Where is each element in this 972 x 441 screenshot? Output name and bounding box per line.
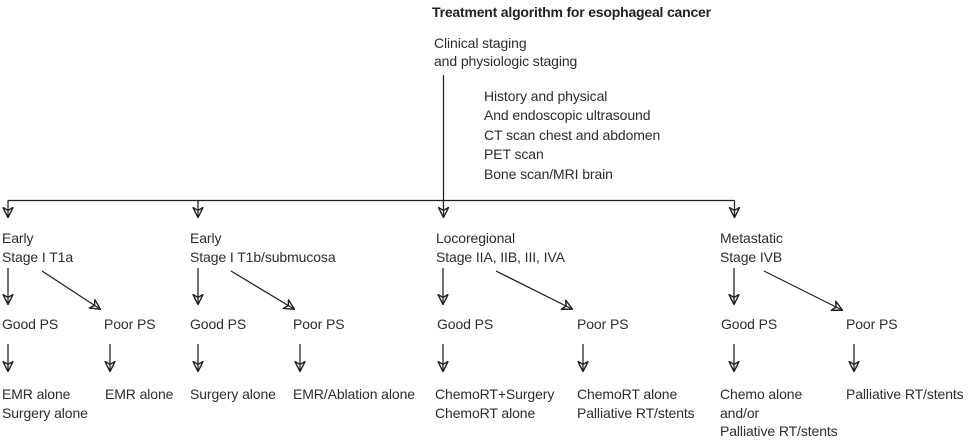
root-node: Clinical staging and physiologic staging: [434, 35, 577, 70]
root-node-line2: and physiologic staging: [434, 52, 578, 69]
b4-poor-outcome: Palliative RT/stents: [846, 385, 964, 404]
workup-item: History and physical: [484, 88, 608, 104]
branch-metastatic: Metastatic Stage IVB: [720, 229, 783, 266]
outcome-line: Palliative RT/stents: [720, 423, 838, 439]
b2-poor-ps-label: Poor PS: [293, 316, 345, 332]
outcome-line: EMR alone: [105, 386, 174, 402]
b1-poor-outcome: EMR alone: [105, 385, 173, 404]
b4-good-ps-label: Good PS: [721, 316, 778, 332]
outcome-line: Surgery alone: [190, 386, 276, 402]
workup-item: CT scan chest and abdomen: [484, 126, 661, 143]
outcome-line: EMR/Ablation alone: [293, 386, 415, 402]
b1-poor-ps-label: Poor PS: [104, 316, 156, 332]
outcome-line: Palliative RT/stents: [577, 404, 695, 421]
b3-good-outcome: ChemoRT+Surgery ChemoRT alone: [435, 385, 554, 422]
outcome-line: Palliative RT/stents: [846, 386, 964, 402]
b2-good-ps-label: Good PS: [190, 316, 247, 332]
outcome-line: ChemoRT alone: [435, 404, 536, 421]
branch-name-line2: Stage I T1b/submucosa: [190, 248, 336, 265]
branch-name-line1: Early: [190, 230, 222, 246]
outcome-line: Surgery alone: [2, 404, 88, 421]
b1-good-ps-label: Good PS: [2, 316, 59, 332]
arrow-b2-poorps: [230, 270, 294, 309]
branch-name-line1: Metastatic: [720, 230, 783, 246]
outcome-line: ChemoRT alone: [577, 386, 678, 402]
workup-item: PET scan: [484, 146, 544, 163]
b2-poor-outcome: EMR/Ablation alone: [293, 385, 415, 404]
workup-item: Bone scan/MRI brain: [484, 165, 613, 182]
branch-name-line2: Stage IVB: [720, 248, 783, 265]
outcome-line: EMR alone: [2, 386, 71, 402]
branch-name-line2: Stage IIA, IIB, III, IVA: [436, 248, 565, 265]
workup-item: And endoscopic ultrasound: [484, 107, 651, 124]
arrow-b1-poorps: [41, 270, 100, 309]
b3-poor-ps-label: Poor PS: [577, 316, 629, 332]
outcome-line: ChemoRT+Surgery: [435, 386, 555, 402]
b2-good-outcome: Surgery alone: [190, 385, 276, 404]
b3-good-ps-label: Good PS: [437, 316, 494, 332]
arrow-b4-poorps: [763, 270, 842, 310]
b4-good-outcome: Chemo alone and/or Palliative RT/stents: [720, 385, 838, 441]
outcome-line: and/or: [720, 404, 760, 421]
branch-early-t1a: Early Stage I T1a: [2, 229, 73, 266]
b1-good-outcome: EMR alone Surgery alone: [2, 385, 88, 422]
b3-poor-outcome: ChemoRT alone Palliative RT/stents: [577, 385, 695, 422]
branch-name-line2: Stage I T1a: [2, 248, 74, 265]
b4-poor-ps-label: Poor PS: [846, 316, 898, 332]
arrow-b3-poorps: [495, 270, 572, 309]
diagram-title: Treatment algorithm for esophageal cance…: [432, 4, 711, 20]
root-node-line1: Clinical staging: [434, 35, 527, 51]
branch-locoregional: Locoregional Stage IIA, IIB, III, IVA: [436, 229, 565, 266]
staging-workup-list: History and physical And endoscopic ultr…: [484, 87, 660, 184]
branch-name-line1: Locoregional: [436, 230, 515, 246]
branch-early-t1b: Early Stage I T1b/submucosa: [190, 229, 336, 266]
outcome-line: Chemo alone: [720, 386, 803, 402]
branch-name-line1: Early: [2, 230, 34, 246]
